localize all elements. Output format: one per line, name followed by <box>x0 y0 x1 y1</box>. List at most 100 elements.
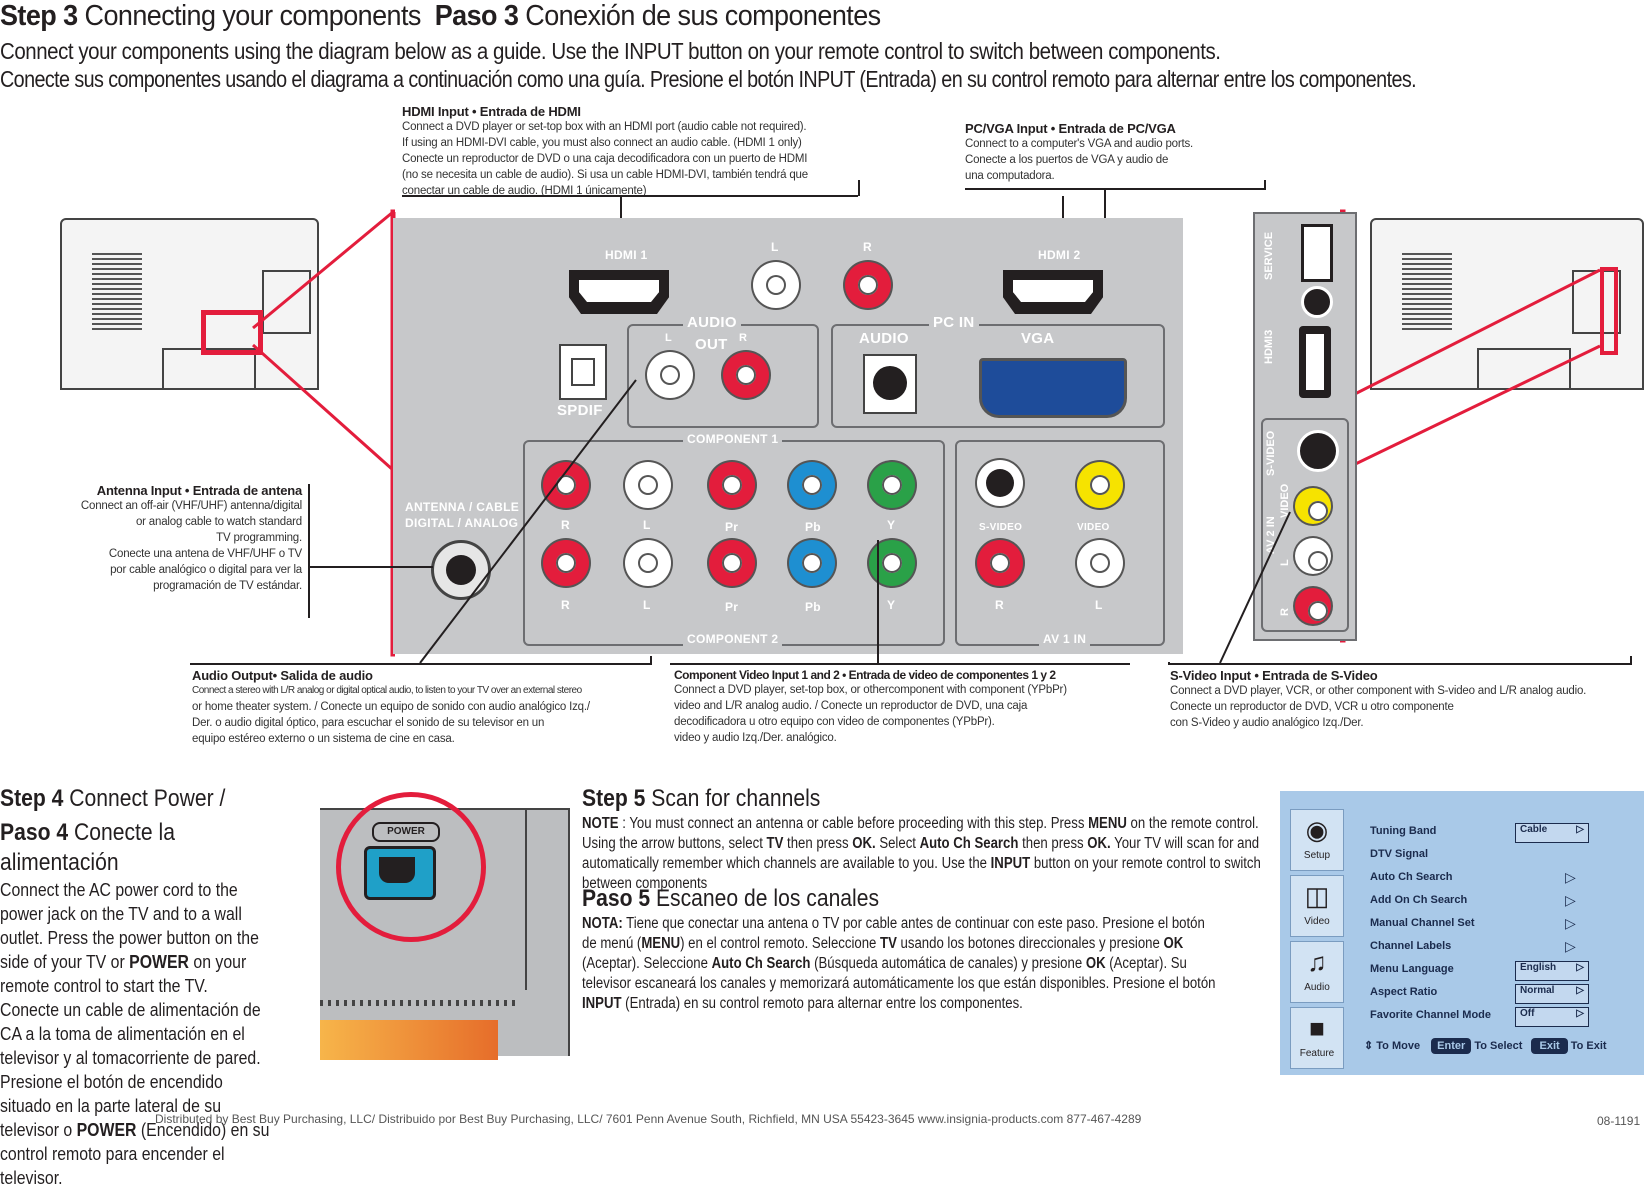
component1-label: COMPONENT 1 <box>683 432 783 446</box>
menu-footer: ⇕ To Move Enter To Select Exit To Exit <box>1364 1038 1607 1054</box>
arrow-right-icon: ▷ <box>1565 892 1576 908</box>
callout-line: TV programming. <box>216 532 302 544</box>
hdmi-audio-r-jack <box>845 262 891 308</box>
label: L <box>1095 598 1103 612</box>
callout-line: video and L/R analog audio. / Conecte un… <box>674 700 1028 712</box>
intro-text-es: Conecte sus componentes usando el diagra… <box>0 66 1417 92</box>
callout-line: or analog cable to watch standard <box>135 516 302 528</box>
label: Pb <box>805 520 821 534</box>
label: R <box>995 598 1004 612</box>
av1-video-jack <box>1077 462 1123 508</box>
comp1-r-jack <box>543 462 589 508</box>
pc-in-label: PC IN <box>929 314 979 331</box>
hdmi-audio-l-jack <box>753 262 799 308</box>
leader-line <box>1630 656 1632 665</box>
exit-key: Exit <box>1531 1038 1568 1054</box>
av1-svideo-jack <box>977 460 1023 506</box>
callout-leader-lines <box>419 379 1291 664</box>
component2-label: COMPONENT 2 <box>683 632 783 646</box>
leader-line <box>1264 180 1266 190</box>
menu-language-select: English▷ <box>1515 961 1589 981</box>
audio-out-l-jack <box>647 352 693 398</box>
av2-l-jack <box>1295 538 1331 574</box>
r-label: R <box>739 332 747 344</box>
audio-out-r-jack <box>723 352 769 398</box>
callout-line: conectar un cable de audio. (HDMI 1 únic… <box>402 185 647 197</box>
intro-text-en: Connect your components using the diagra… <box>0 38 1221 64</box>
step5-title-es: Paso 5 Escaneo de los canales <box>582 885 880 912</box>
label: Pb <box>805 600 821 614</box>
service-usb-port <box>1301 224 1333 282</box>
leader-line <box>402 195 858 197</box>
callout-line: una computadora. <box>965 170 1055 182</box>
spdif-port <box>559 344 607 400</box>
comp2-y-jack <box>869 540 915 586</box>
comp2-pb-jack <box>789 540 835 586</box>
menu-row: Menu Language <box>1370 963 1454 975</box>
antenna-jack <box>431 540 491 600</box>
menu-tab-feature: ■Feature <box>1290 1007 1344 1069</box>
hdmi3-port <box>1299 326 1331 398</box>
comp1-y-jack <box>869 462 915 508</box>
hdmi-callout-title: HDMI Input • Entrada de HDMI <box>402 104 581 119</box>
antenna-callout-title: Antenna Input • Entrada de antena <box>96 483 302 498</box>
svideo-callout: S-Video Input • Entrada de S-Video Conne… <box>1170 668 1645 731</box>
component-callout: Component Video Input 1 and 2 • Entrada … <box>674 668 1144 746</box>
pc-callout-title: PC/VGA Input • Entrada de PC/VGA <box>965 121 1176 136</box>
callout-line: Connect a stereo with L/R analog or digi… <box>192 685 582 696</box>
tuning-band-select: Cable▷ <box>1515 823 1589 843</box>
step5-title: Step 5 Scan for channels <box>582 785 821 812</box>
menu-tab-audio: ♫Audio <box>1290 941 1344 1003</box>
svideo-label: S-VIDEO <box>979 522 1023 533</box>
tv-port-highlight-left <box>201 310 263 355</box>
antenna-label-2: DIGITAL / ANALOG <box>405 516 519 530</box>
callout-line: video y audio Izq./Der. analógico. <box>674 732 837 744</box>
pc-in-box <box>831 324 1165 428</box>
av1-l-jack <box>1077 540 1123 586</box>
label: R <box>561 598 570 612</box>
callout-line: por cable analógico o digital para ver l… <box>110 564 302 576</box>
tv-icon: ◫ <box>1304 881 1330 911</box>
av2-svideo-jack <box>1297 430 1339 472</box>
arrow-right-icon: ▷ <box>1565 915 1576 931</box>
leader-line <box>1168 663 1630 665</box>
out-label: OUT <box>695 336 728 353</box>
pc-callout: PC/VGA Input • Entrada de PC/VGA Connect… <box>965 121 1265 184</box>
leader-line <box>965 188 1265 190</box>
callout-line: (no se necesita un cable de audio). Si u… <box>402 169 808 181</box>
callout-line: If using an HDMI-DVI cable, you must als… <box>402 137 802 149</box>
callout-line: Connect an off-air (VHF/UHF) antenna/dig… <box>80 500 302 512</box>
arrow-right-icon: ▷ <box>1576 1008 1584 1019</box>
label: L <box>643 598 651 612</box>
aspect-ratio-select: Normal▷ <box>1515 984 1589 1004</box>
arrow-right-icon: ▷ <box>1565 869 1576 885</box>
arrow-right-icon: ▷ <box>1576 824 1584 835</box>
leader-line <box>308 566 433 568</box>
audio-l-label: L <box>771 240 779 254</box>
pc-audio-jack <box>863 354 917 414</box>
callout-line: Connect to a computer's VGA and audio po… <box>965 138 1194 150</box>
menu-row: Channel Labels <box>1370 940 1452 952</box>
menu-tab-setup: ◉Setup <box>1290 809 1344 871</box>
setup-icon: ◉ <box>1305 815 1329 845</box>
tv-back-illustration-right <box>1370 218 1644 390</box>
video-label: VIDEO <box>1077 522 1110 533</box>
leader-line <box>650 656 652 665</box>
tv-rear-panel: HDMI 1 L R HDMI 2 AUDIO OUT L R SPDIF PC… <box>393 218 1183 654</box>
callout-line: equipo estéreo externo o un sistema de c… <box>192 733 455 745</box>
label: Pr <box>725 600 739 614</box>
favorite-mode-select: Off▷ <box>1515 1007 1589 1027</box>
av2-box <box>1261 418 1349 632</box>
callout-line: Conecte un reproductor de DVD, VCR u otr… <box>1170 701 1454 713</box>
step4-title-es: Paso 4 Conecte la alimentación <box>0 819 175 876</box>
av2-video-jack <box>1295 488 1331 524</box>
move-icon: ⇕ <box>1364 1040 1374 1052</box>
comp2-l-jack <box>625 540 671 586</box>
audio-r-label: R <box>863 240 872 254</box>
leader-line <box>308 484 310 618</box>
callout-line: Connect a DVD player or set-top box with… <box>402 121 807 133</box>
tv-side-panel: SERVICE HDMI3 S-VIDEO AV 2 IN VIDEO L R <box>1253 212 1357 641</box>
av1-label: AV 1 IN <box>1039 632 1091 646</box>
antenna-label: ANTENNA / CABLE <box>405 500 520 514</box>
hdmi2-label: HDMI 2 <box>1038 248 1081 262</box>
